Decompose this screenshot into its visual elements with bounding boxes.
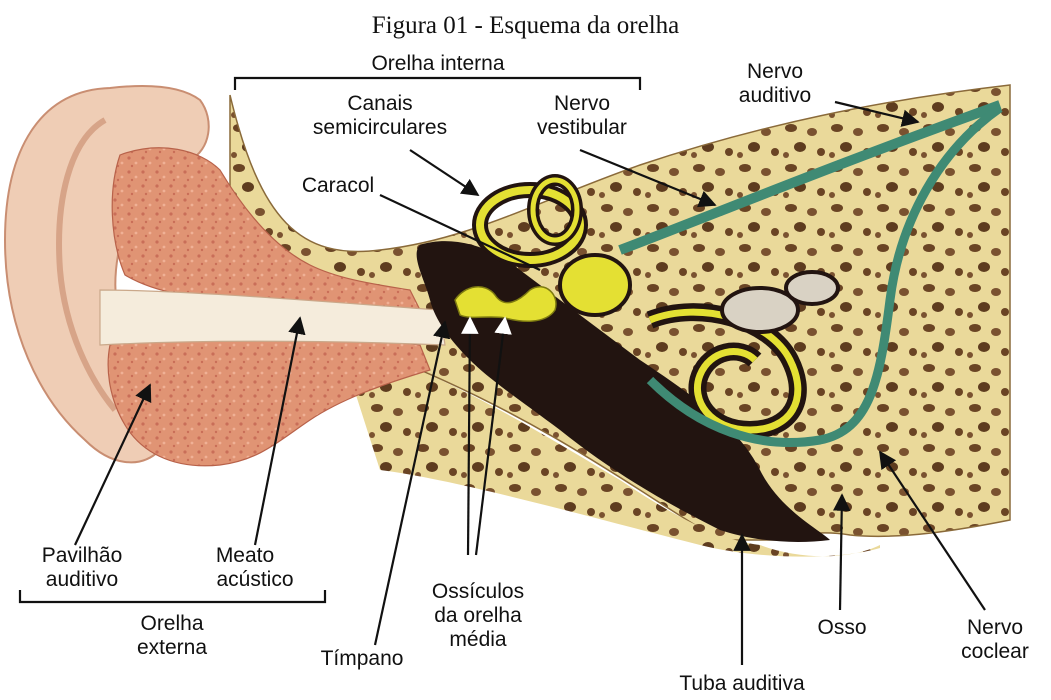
label-meato-2: acústico [216,568,293,591]
pointer-canais [410,150,478,195]
label-meato-1: Meato [216,544,274,567]
label-nervo-coclear-1: Nervo [967,616,1023,639]
label-nervo-vestibular-2: vestibular [537,116,627,139]
label-orelha-interna: Orelha interna [371,52,504,75]
label-pavilhao-1: Pavilhão [42,544,123,567]
label-nervo-coclear-2: coclear [961,640,1029,663]
label-nervo-auditivo-1: Nervo [747,60,803,83]
label-tuba-auditiva: Tuba auditiva [679,672,805,695]
label-orelha-externa-2: externa [137,636,207,659]
label-ossiculos-2: da orelha [434,604,522,627]
label-pavilhao-2: auditivo [46,568,118,591]
label-canais-2: semicirculares [313,116,447,139]
bracket-orelha-externa [20,590,325,602]
bracket-orelha-interna [235,78,640,90]
label-canais-1: Canais [347,92,412,115]
label-ossiculos-1: Ossículos [432,580,524,603]
label-ossiculos-3: média [449,628,507,651]
label-nervo-vestibular-1: Nervo [554,92,610,115]
label-nervo-auditivo-2: auditivo [739,84,811,107]
label-caracol: Caracol [302,174,374,197]
label-orelha-externa-1: Orelha [140,612,203,635]
label-timpano: Tímpano [321,647,404,670]
label-osso: Osso [817,616,866,639]
